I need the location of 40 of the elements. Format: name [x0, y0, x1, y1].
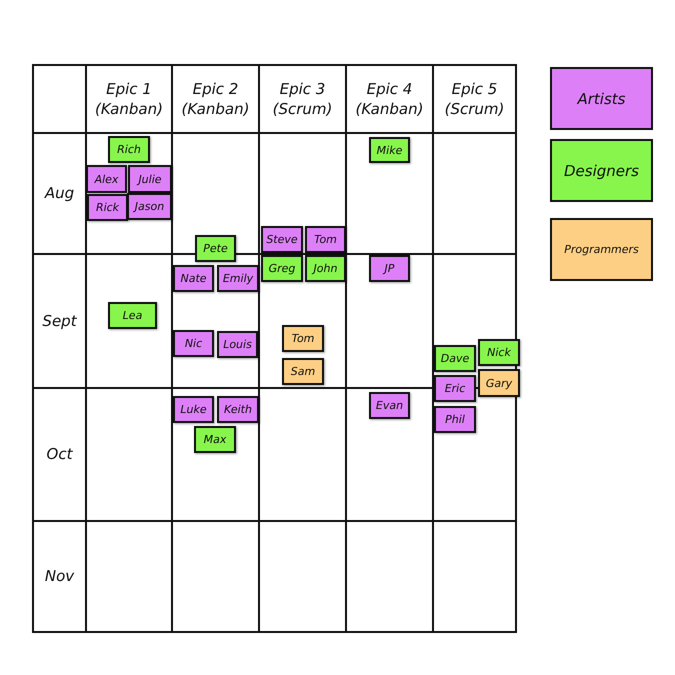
- legend-swatch: Artists: [550, 67, 653, 130]
- sticky-note: Keith: [217, 396, 259, 423]
- row-label: Oct: [46, 444, 72, 465]
- column-header: Epic 1 (Kanban): [94, 78, 164, 120]
- sticky-note: Greg: [261, 255, 303, 282]
- sticky-note: Rich: [108, 136, 150, 163]
- sticky-note: Eric: [434, 375, 476, 402]
- sticky-note: Max: [194, 426, 236, 453]
- sticky-note: Lea: [108, 302, 157, 329]
- sticky-note: Dave: [434, 345, 476, 372]
- column-header: Epic 2 (Kanban): [180, 78, 250, 120]
- sticky-note: Phil: [434, 406, 476, 433]
- sticky-note: Luke: [173, 396, 214, 423]
- column-header: Epic 4 (Kanban): [354, 78, 424, 120]
- sticky-note: Tom: [305, 226, 346, 253]
- sticky-note: Tom: [282, 325, 324, 352]
- sticky-note: Gary: [478, 369, 520, 397]
- sticky-note: Jason: [127, 193, 172, 220]
- sticky-note: John: [305, 255, 346, 282]
- column-header: Epic 3 (Scrum): [272, 78, 334, 120]
- sticky-note: Louis: [217, 331, 258, 358]
- sticky-note: Nate: [173, 265, 214, 292]
- sticky-note: Steve: [261, 226, 303, 253]
- sticky-note: Evan: [369, 392, 410, 419]
- sticky-note: Emily: [217, 265, 259, 292]
- row-label: Sept: [42, 310, 77, 332]
- legend-swatch: Programmers: [550, 218, 653, 281]
- sticky-note: JP: [369, 255, 410, 282]
- sticky-note: Nick: [478, 339, 520, 366]
- row-label: Nov: [44, 566, 74, 587]
- sticky-note: Sam: [282, 358, 324, 385]
- sticky-note: Rick: [87, 194, 128, 221]
- sticky-note: Pete: [195, 235, 236, 262]
- sticky-note: Julie: [128, 165, 172, 193]
- sticky-note: Mike: [369, 137, 410, 163]
- legend-swatch: Designers: [550, 139, 653, 202]
- row-label: Aug: [44, 183, 74, 204]
- sticky-note: Alex: [86, 165, 127, 193]
- sticky-note: Nic: [173, 330, 214, 357]
- column-header: Epic 5 (Scrum): [444, 78, 506, 120]
